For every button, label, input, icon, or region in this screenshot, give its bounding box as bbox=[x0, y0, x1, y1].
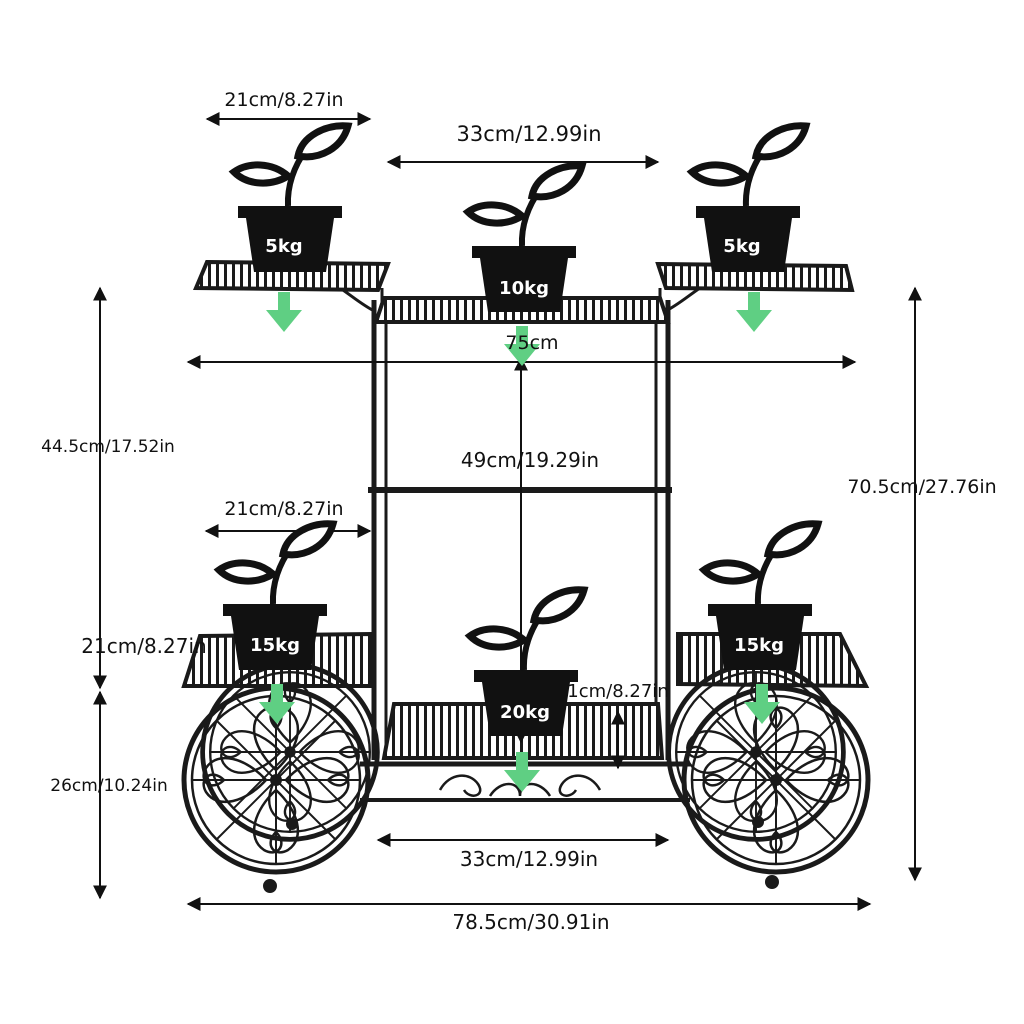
pot-bottom-center: 20kg bbox=[470, 590, 584, 736]
dim-bottom-shelf-height: 1cm/8.27in bbox=[567, 681, 668, 702]
left-large-wheel bbox=[184, 688, 368, 893]
pot-lower-left: 15kg bbox=[219, 524, 333, 670]
dim-total-width: 78.5cm/30.91in bbox=[452, 910, 609, 934]
dim-top-left-width: 21cm/8.27in bbox=[224, 89, 343, 111]
dim-total-height: 70.5cm/27.76in bbox=[847, 476, 996, 498]
bottom-scrollwork bbox=[438, 774, 602, 797]
dim-top-span: 75cm bbox=[505, 332, 558, 354]
down-arrow-icon bbox=[266, 292, 302, 332]
top-left-shelf bbox=[192, 259, 391, 293]
pot-top-left: 5kg bbox=[234, 126, 348, 272]
pot-lower-right: 15kg bbox=[704, 524, 818, 670]
dim-lower-left-width: 21cm/8.27in bbox=[224, 498, 343, 520]
dim-bottom-width: 33cm/12.99in bbox=[460, 847, 598, 871]
pot-top-right: 5kg bbox=[692, 126, 806, 272]
dim-lower-left-height: 21cm/8.27in bbox=[81, 634, 206, 658]
load-label-top-left: 5kg bbox=[265, 236, 302, 257]
right-large-wheel bbox=[684, 688, 868, 889]
dim-inner-height: 49cm/19.29in bbox=[461, 448, 599, 472]
dim-wheel-height: 26cm/10.24in bbox=[50, 776, 167, 796]
load-label-bottom-center: 20kg bbox=[500, 702, 550, 723]
cart-wheel-icon bbox=[684, 688, 868, 872]
dimension-labels: 21cm/8.27in 33cm/12.99in 75cm 44.5cm/17.… bbox=[41, 89, 997, 934]
load-label-top-center: 10kg bbox=[499, 278, 549, 299]
load-label-lower-right: 15kg bbox=[734, 635, 784, 656]
load-label-lower-left: 15kg bbox=[250, 635, 300, 656]
dim-upper-height: 44.5cm/17.52in bbox=[41, 437, 175, 457]
dim-top-center-width: 33cm/12.99in bbox=[456, 122, 601, 146]
down-arrow-icon bbox=[736, 292, 772, 332]
load-label-top-right: 5kg bbox=[723, 236, 760, 257]
pot-top-center: 10kg bbox=[468, 166, 582, 312]
